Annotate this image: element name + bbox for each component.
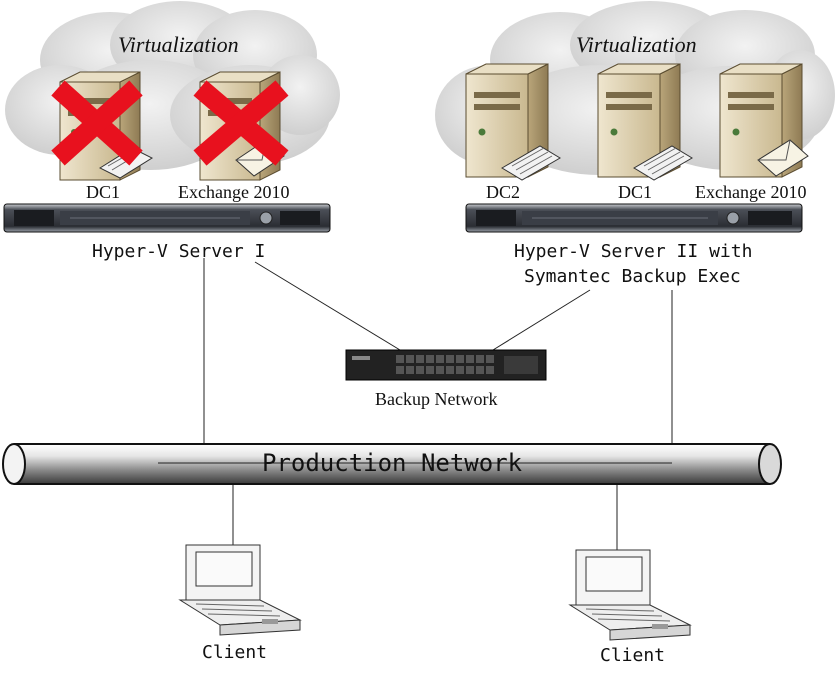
backup-network-label: Backup Network — [375, 389, 498, 409]
directory-card-icon-dc2 — [501, 145, 561, 181]
vm-label-dc1-right: DC1 — [618, 182, 653, 202]
vm-label-dc1-left: DC1 — [86, 182, 121, 202]
failed-x-icon-exchange — [193, 80, 289, 166]
network-switch-icon — [345, 349, 547, 381]
failed-x-icon-dc1 — [51, 80, 143, 166]
rack-server-host2 — [465, 203, 803, 233]
vm-label-exchange-left: Exchange 2010 — [178, 182, 290, 202]
laptop-icon-client-left — [178, 544, 302, 636]
laptop-icon-client-right — [568, 549, 692, 641]
production-network-bus — [2, 443, 782, 485]
virtualization-label-left: Virtualization — [118, 32, 239, 57]
mail-icon-exchange-right — [757, 139, 809, 177]
rack-server-host1 — [3, 203, 331, 233]
host2-name-line1: Hyper-V Server II with — [514, 241, 753, 262]
directory-card-icon-dc1-right — [633, 145, 693, 181]
vm-label-exchange-right: Exchange 2010 — [695, 182, 807, 202]
client-label-right: Client — [600, 645, 666, 666]
virtualization-label-right: Virtualization — [576, 32, 697, 57]
host2-name-line2: Symantec Backup Exec — [524, 266, 741, 287]
host1-name: Hyper-V Server I — [92, 241, 266, 262]
client-label-left: Client — [202, 642, 268, 663]
cloud-left — [5, 1, 340, 170]
production-network-label: Production Network — [262, 449, 523, 477]
vm-label-dc2: DC2 — [486, 182, 521, 202]
